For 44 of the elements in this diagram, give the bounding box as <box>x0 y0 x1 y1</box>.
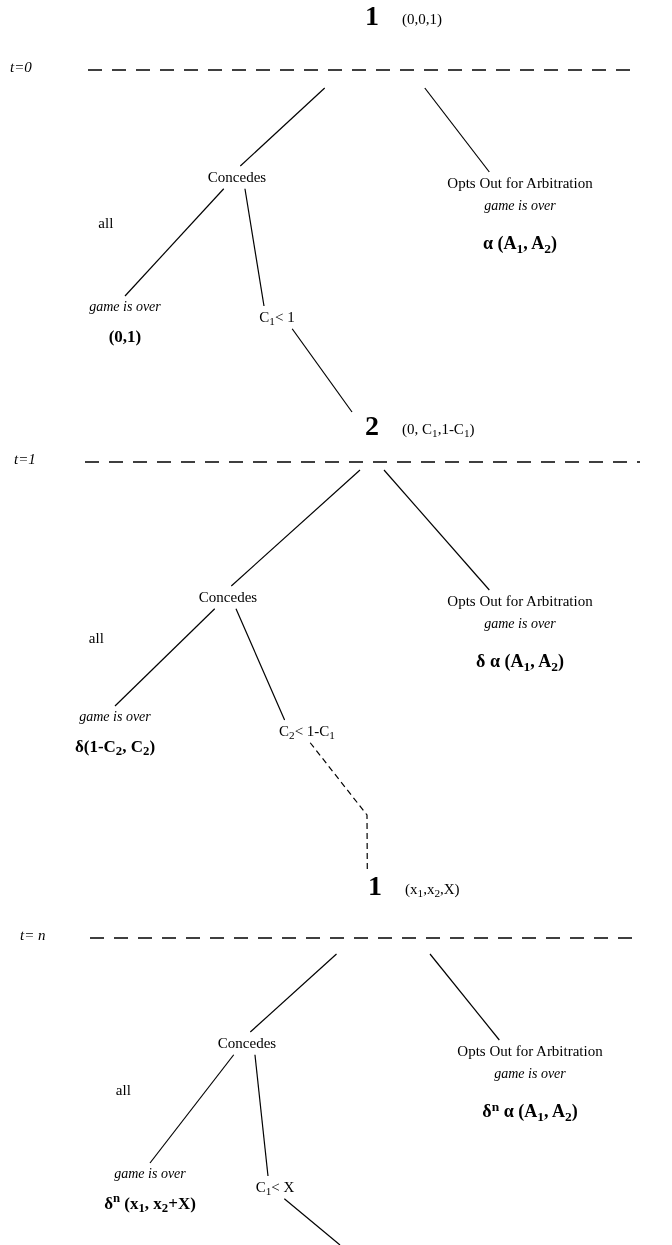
time-label: t=0 <box>10 58 32 77</box>
tree-branch <box>429 953 500 1041</box>
tree-branch <box>244 188 265 307</box>
tree-branch <box>235 608 286 721</box>
outcome-note: game is over <box>79 708 151 726</box>
move-label: Opts Out for Arbitration <box>447 592 593 611</box>
payoff-formula: α (A$_{1}$, A$_{2}$) <box>482 232 558 258</box>
tree-branch <box>239 87 326 167</box>
move-label: C$_{1}$< X <box>255 1178 295 1197</box>
outcome-note: game is over <box>484 614 556 633</box>
player-number: 2 <box>365 412 379 440</box>
payoff-formula: δ α (A$_{1}$, A$_{2}$) <box>476 650 564 676</box>
payoff-formula: (0,1) <box>108 325 142 348</box>
move-label: Opts Out for Arbitration <box>457 1042 603 1061</box>
outcome-note: game is over <box>484 196 556 215</box>
tree-branch <box>114 608 216 707</box>
move-label: Concedes <box>217 1034 277 1053</box>
tree-branch <box>383 469 490 591</box>
time-label: t= n <box>20 926 46 945</box>
outcome-note: game is over <box>114 1165 186 1183</box>
tree-branch <box>230 469 361 587</box>
player-number: 1 <box>365 2 379 30</box>
move-label: C$_{2}$< 1-C$_{1}$ <box>279 722 335 741</box>
tree-branch <box>283 1198 341 1245</box>
tree-branch <box>291 328 353 413</box>
payoff-vector: (x$_{1}$,x$_{2}$,X) <box>405 880 460 899</box>
move-label: Concedes <box>198 588 258 607</box>
payoff-vector: (0,0,1) <box>402 10 442 29</box>
player-number: 1 <box>368 872 382 900</box>
move-label: C$_{1}$< 1 <box>259 308 295 327</box>
outcome-note: game is over <box>89 298 161 316</box>
tree-branch <box>424 87 490 173</box>
tree-branch <box>149 1054 235 1164</box>
time-label: t=1 <box>14 450 36 469</box>
tree-branch <box>124 188 225 297</box>
payoff-vector: (0, C$_{1}$,1-C$_{1}$) <box>402 420 475 439</box>
tree-branch <box>249 953 338 1033</box>
move-label: Concedes <box>207 168 267 187</box>
tree-branch <box>254 1054 269 1177</box>
payoff-formula: δ(1-C$_{2}$, C$_{2}$) <box>74 735 156 759</box>
payoff-formula: δ$^{n}$ (x$_{1}$, x$_{2}$+X) <box>104 1190 196 1216</box>
payoff-formula: δ$^{n}$ α (A$_{1}$, A$_{2}$) <box>482 1098 578 1126</box>
outcome-note: game is over <box>494 1064 566 1083</box>
move-label: Opts Out for Arbitration <box>447 174 593 193</box>
